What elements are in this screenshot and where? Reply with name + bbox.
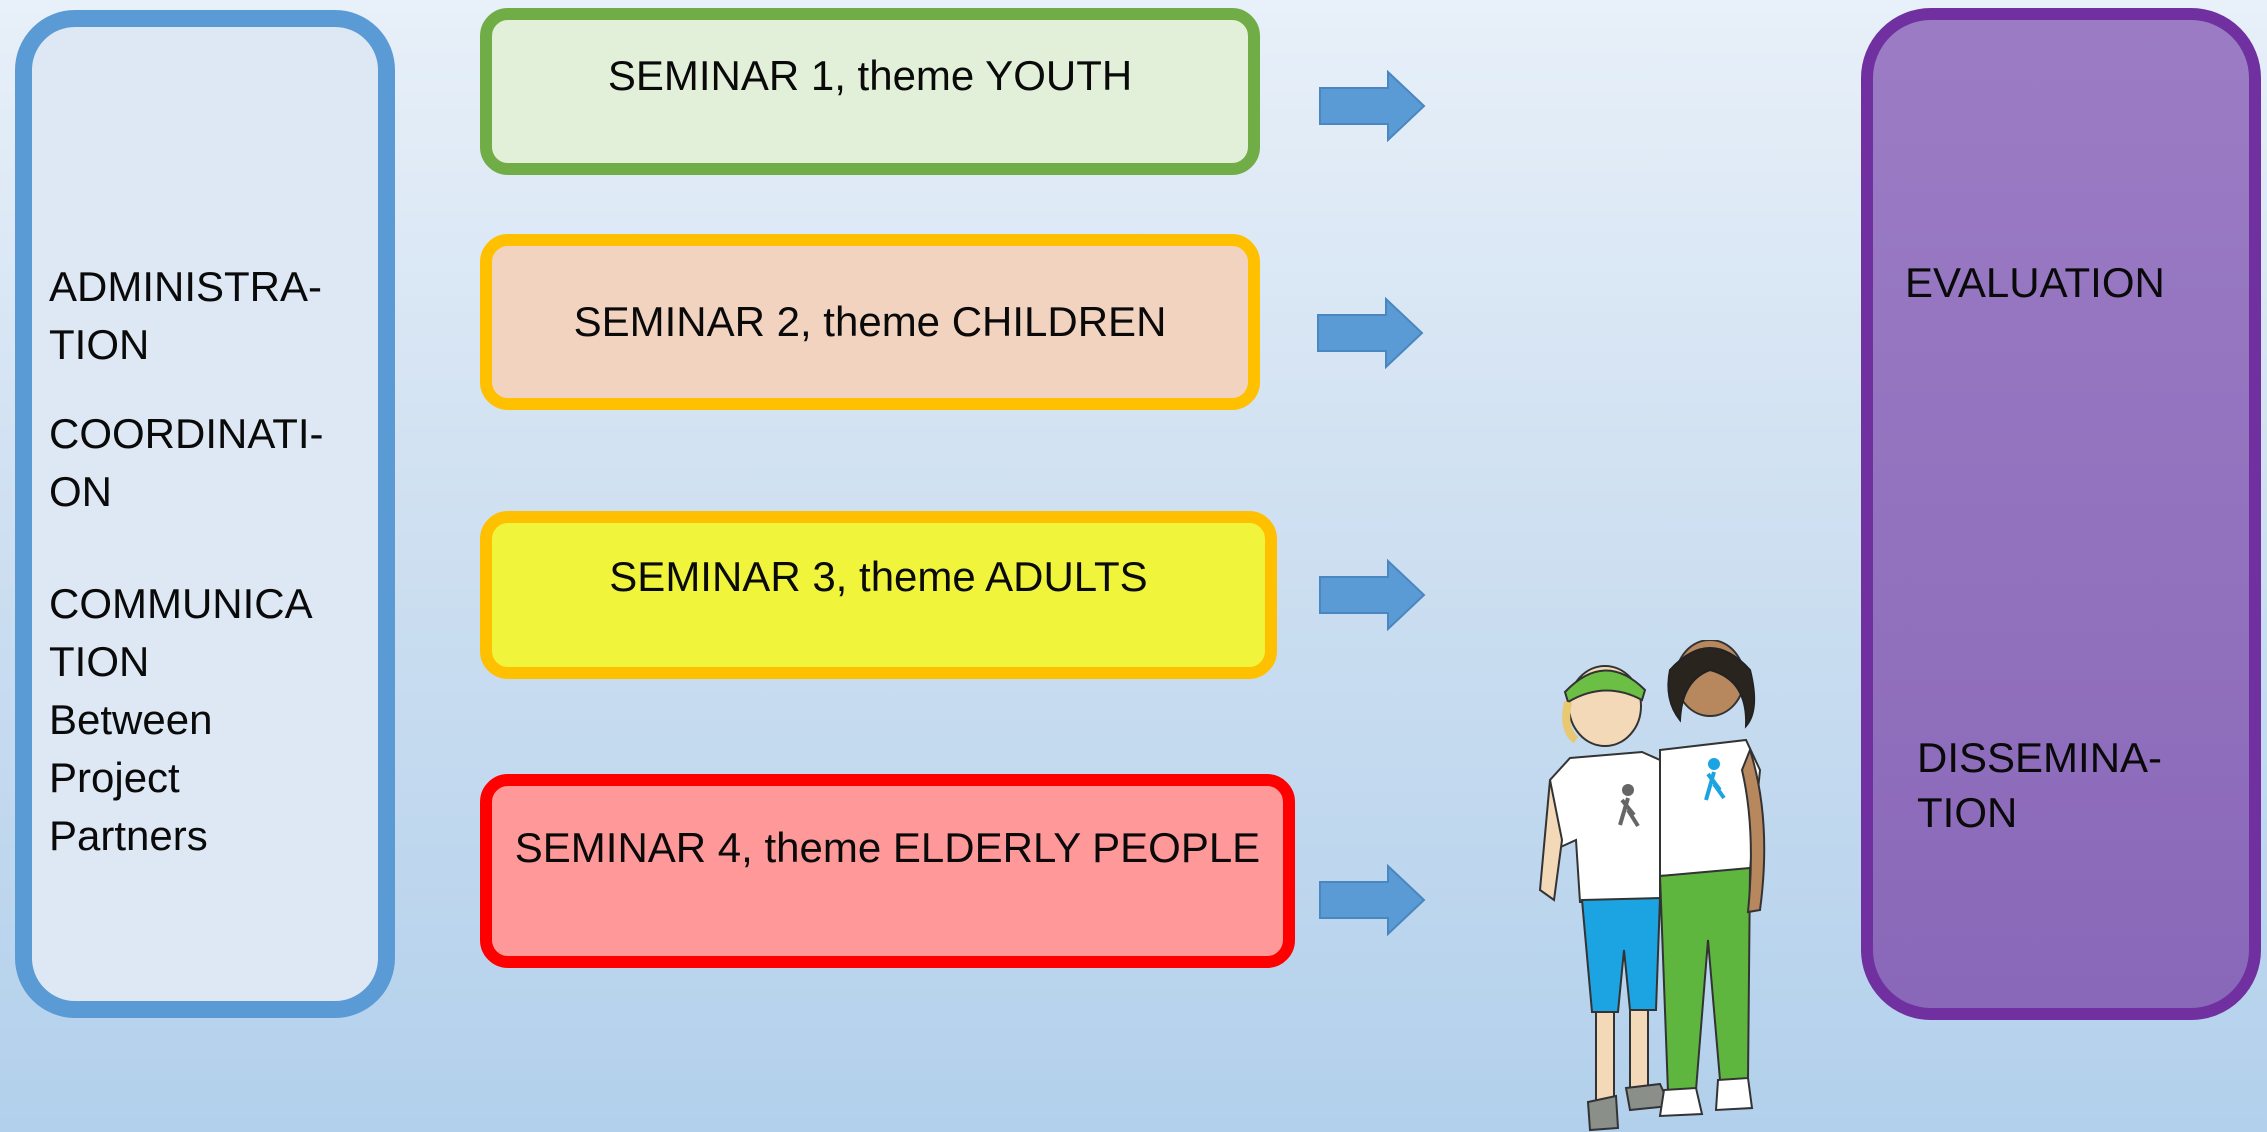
seminar-3-box: SEMINAR 3, theme ADULTS xyxy=(480,511,1277,679)
arrow-right-icon xyxy=(1319,70,1426,142)
seminar-4-label: SEMINAR 4, theme ELDERLY PEOPLE xyxy=(514,824,1261,871)
arrow-right-icon xyxy=(1317,297,1424,369)
seminar-1-label: SEMINAR 1, theme YOUTH xyxy=(607,52,1133,99)
evaluation-label: EVALUATION xyxy=(1905,259,2165,306)
coordination-label: COORDINATI- ON xyxy=(49,410,324,515)
dissemination-label: DISSEMINA- TION xyxy=(1917,734,2163,836)
left-panel xyxy=(15,10,395,1018)
seminar-1-box: SEMINAR 1, theme YOUTH xyxy=(480,8,1260,175)
arrow-right-icon xyxy=(1319,864,1426,936)
right-panel xyxy=(1861,8,2261,1020)
seminar-2-label: SEMINAR 2, theme CHILDREN xyxy=(573,298,1167,345)
seminar-2-box: SEMINAR 2, theme CHILDREN xyxy=(480,234,1260,410)
two-people-illustration xyxy=(1538,640,1766,1132)
seminar-3-label: SEMINAR 3, theme ADULTS xyxy=(609,553,1148,600)
seminar-4-box: SEMINAR 4, theme ELDERLY PEOPLE xyxy=(480,774,1295,968)
communication-label: COMMUNICA TION Between Project Partners xyxy=(49,580,313,859)
arrow-right-icon xyxy=(1319,559,1426,631)
administration-label: ADMINISTRA- TION xyxy=(49,263,322,368)
